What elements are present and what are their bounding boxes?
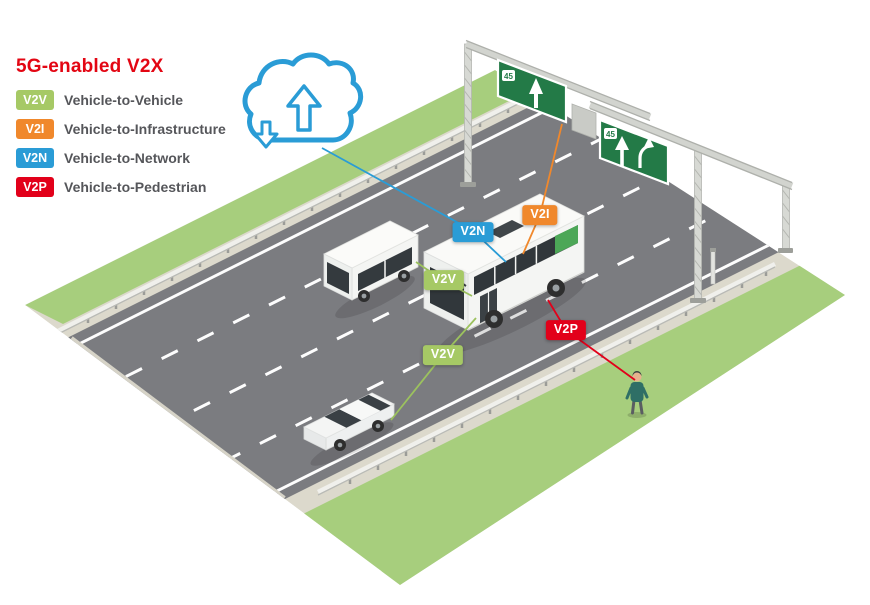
route-shield-right: 45	[606, 130, 615, 139]
legend-item-v2v: V2V Vehicle-to-Vehicle	[16, 90, 226, 110]
legend: 5G-enabled V2X V2V Vehicle-to-Vehicle V2…	[16, 56, 226, 206]
grass-top-left	[25, 70, 533, 324]
arrow-up-icon	[286, 84, 322, 132]
v2v-badge: V2V	[16, 90, 54, 110]
route-shield-left: 45	[504, 72, 513, 81]
v2v-label-text: Vehicle-to-Vehicle	[64, 92, 184, 108]
bus	[423, 193, 586, 355]
legend-item-v2n: V2N Vehicle-to-Network	[16, 148, 226, 168]
arrow-up-icon	[529, 78, 543, 108]
page-title: 5G-enabled V2X	[16, 56, 164, 77]
v2p-badge: V2P	[16, 177, 54, 197]
cloud-data-exchange-icon	[242, 52, 363, 149]
legend-item-v2p: V2P Vehicle-to-Pedestrian	[16, 177, 226, 197]
car	[303, 392, 395, 466]
v2n-label-text: Vehicle-to-Network	[64, 150, 191, 166]
v2n-label: V2N	[452, 222, 494, 242]
v2i-badge: V2I	[16, 119, 54, 139]
v2i-label: V2I	[522, 205, 558, 225]
v2n-badge: V2N	[16, 148, 54, 168]
legend-item-v2i: V2I Vehicle-to-Infrastructure	[16, 119, 226, 139]
roadside-post	[710, 248, 716, 285]
v2p-label: V2P	[545, 320, 587, 340]
highway-sign-left: 45	[496, 58, 568, 124]
pedestrian	[625, 370, 649, 418]
v2i-label-text: Vehicle-to-Infrastructure	[64, 121, 226, 137]
shuttle-vehicle	[323, 220, 419, 319]
v2v-label-front: V2V	[423, 270, 465, 290]
sign-back-panel	[571, 103, 597, 140]
arrow-fork-icon	[615, 136, 654, 168]
highway-sign-right: 45	[598, 118, 670, 186]
v2p-label-text: Vehicle-to-Pedestrian	[64, 179, 207, 195]
v2v-label-rear: V2V	[422, 345, 464, 365]
arrow-down-icon	[253, 120, 279, 149]
guardrail-far	[38, 77, 562, 344]
gantry-right: 45	[571, 100, 794, 303]
gantry-left: 45	[460, 39, 652, 187]
